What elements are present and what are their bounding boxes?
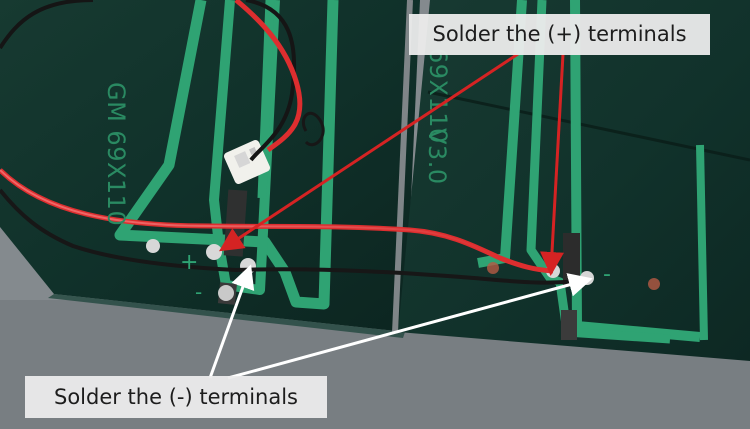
left-plus-marking: + (180, 250, 198, 275)
right-minus-marking: - (603, 262, 611, 287)
red-arrow-left (218, 52, 519, 252)
white-arrow-right (227, 273, 593, 380)
right-trace-inner (526, 0, 671, 344)
right-model-marking: 69X110 (424, 48, 452, 144)
positive-terminals-callout: Solder the (+) terminals (409, 14, 710, 55)
left-solder-pad-b (206, 244, 222, 260)
right-tape-lower (561, 310, 577, 340)
left-model-marking: GM 69X110 (102, 82, 130, 226)
right-version-marking: V3.0 (423, 128, 451, 185)
left-solder-pad-d (218, 285, 234, 301)
right-solder-pad-b (580, 271, 594, 285)
panel-seam (392, 0, 413, 334)
red-arrow-right (540, 53, 565, 276)
left-panel-edge (48, 294, 405, 338)
negative-terminals-callout: Solder the (-) terminals (25, 376, 327, 418)
black-wire-loop (0, 0, 297, 162)
right-copper-dot-b (648, 278, 660, 290)
left-solder-pad-a (146, 239, 160, 253)
right-copper-dot-a (487, 262, 499, 274)
left-minus-marking: - (195, 280, 202, 304)
left-trace-outer (114, 0, 339, 310)
right-tape-strip (563, 233, 580, 287)
red-wire-upper (234, 0, 303, 153)
right-trace-edge (696, 144, 708, 341)
black-wire-small-loop (301, 111, 325, 147)
left-trace-inner (209, 0, 280, 295)
red-wire-highlight (0, 169, 501, 259)
left-solar-panel (0, 0, 420, 332)
white-arrow-left (208, 264, 255, 379)
